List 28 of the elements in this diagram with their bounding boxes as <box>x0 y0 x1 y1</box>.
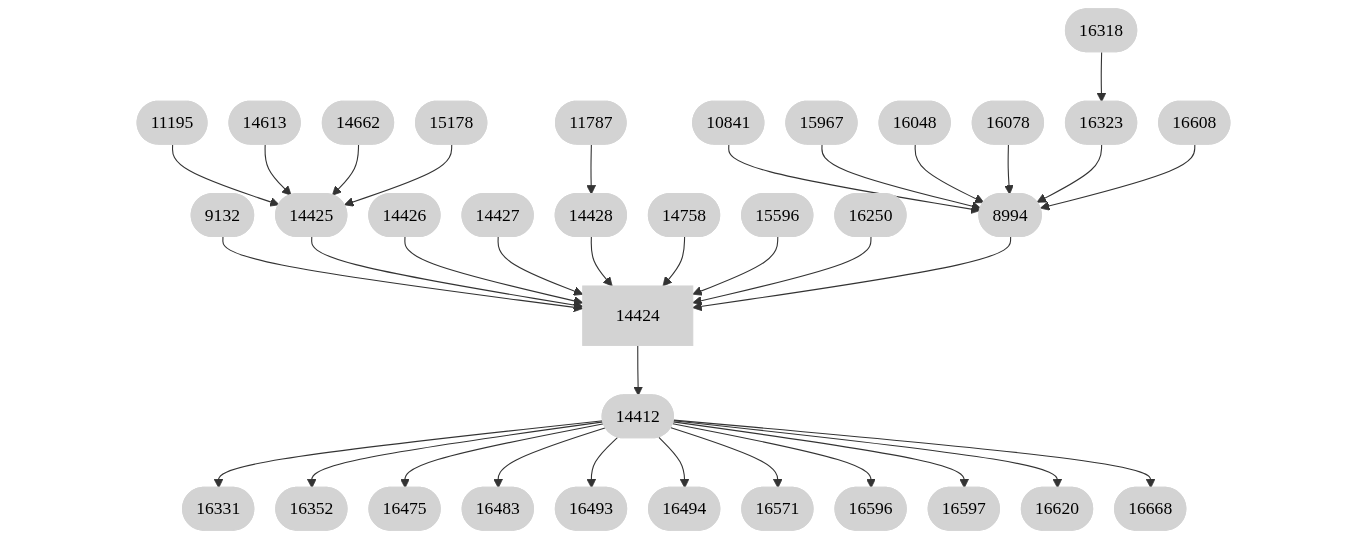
arrow <box>306 421 604 489</box>
arrow <box>400 423 605 489</box>
arrow <box>1036 144 1103 203</box>
arrow <box>586 436 619 489</box>
arrow <box>1096 51 1107 103</box>
arrow <box>171 144 280 207</box>
arrow <box>670 427 783 489</box>
arrow <box>344 144 453 207</box>
arrow <box>692 236 779 296</box>
arrow <box>590 236 613 287</box>
node-box: 14424 <box>582 285 694 346</box>
arrow <box>914 144 985 204</box>
arrow <box>692 236 872 306</box>
arrow <box>672 421 969 489</box>
arrow <box>673 420 1063 489</box>
arrow <box>672 423 876 489</box>
arrow <box>662 236 686 287</box>
arrow <box>673 419 1156 489</box>
arrow <box>1040 144 1196 211</box>
arrow <box>658 436 690 489</box>
arrow <box>264 144 292 196</box>
arrow <box>213 420 604 489</box>
arrow <box>633 344 643 396</box>
arrow <box>692 236 1012 312</box>
arrow <box>332 144 360 196</box>
arrow <box>1004 144 1014 195</box>
arrow <box>586 144 596 195</box>
arrow <box>728 144 981 214</box>
